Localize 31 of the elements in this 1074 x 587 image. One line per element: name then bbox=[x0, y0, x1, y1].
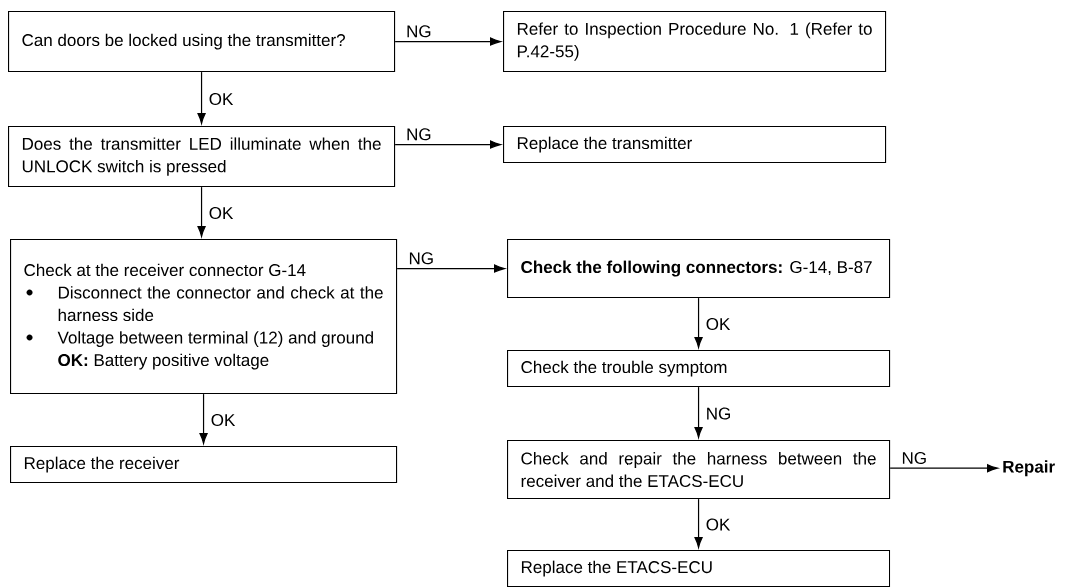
process-box: Replace the receiver bbox=[10, 446, 398, 484]
arrow bbox=[394, 140, 501, 149]
process-box: Check the following connectors: G-14, B-87 bbox=[507, 239, 891, 299]
edge-label: NG bbox=[405, 24, 433, 39]
process-box: Replace the transmitter bbox=[503, 126, 887, 164]
edge-label: OK bbox=[704, 317, 732, 332]
arrow bbox=[396, 264, 505, 273]
edge-label: OK bbox=[209, 413, 237, 428]
end-label: Repair bbox=[1003, 460, 1055, 477]
process-box: Refer to Inspection Procedure No. 1 (Refer to P.42-55) bbox=[503, 11, 887, 73]
arrow bbox=[197, 71, 206, 124]
arrow bbox=[199, 393, 208, 444]
process-box: Check and repair the harness between the receiver and the ETACS-ECU bbox=[507, 440, 891, 500]
arrow bbox=[694, 297, 703, 348]
arrow bbox=[394, 37, 501, 46]
edge-label: NG bbox=[900, 450, 929, 465]
edge-label: OK bbox=[207, 92, 235, 107]
edge-label: NG bbox=[407, 251, 436, 266]
arrow bbox=[694, 498, 703, 548]
arrow bbox=[889, 464, 998, 473]
edge-label: NG bbox=[405, 127, 433, 142]
process-box: Does the transmitter LED illuminate when the UNLOCK switch is pressed bbox=[8, 126, 396, 188]
edge-label: OK bbox=[704, 517, 732, 532]
process-box: Can doors be locked using the transmitter? bbox=[8, 11, 396, 73]
process-box: Replace the ETACS-ECU bbox=[507, 550, 891, 587]
process-box: Check at the receiver connector G-14 Disconnect the connector and check at the harness side Voltage between terminal (12) and ground OK: Battery positive voltage bbox=[10, 239, 398, 395]
edge-label: OK bbox=[207, 206, 235, 221]
process-box: Check the trouble symptom bbox=[507, 350, 891, 388]
arrow bbox=[694, 386, 703, 438]
edge-label: NG bbox=[704, 406, 733, 421]
arrow bbox=[197, 186, 206, 237]
